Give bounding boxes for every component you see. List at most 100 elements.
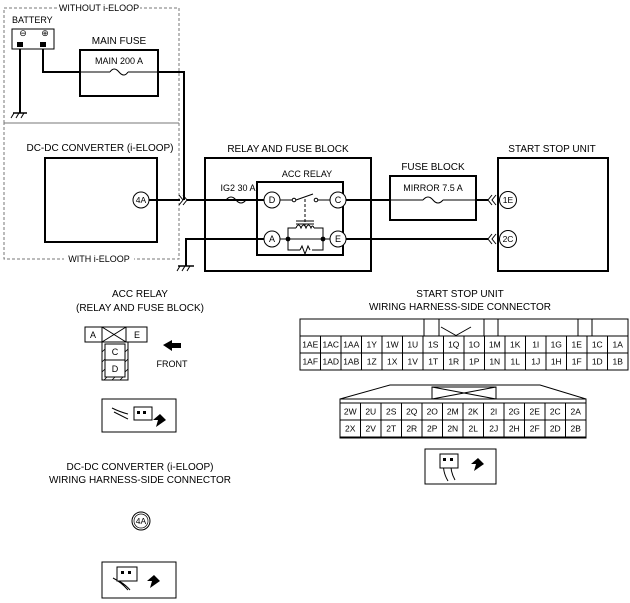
relay-ground-wire — [185, 238, 264, 266]
connector-pin-cell: 1C — [586, 335, 608, 354]
connector-pin-cell: 2G — [503, 402, 525, 421]
ssu-terminal-1e-label: 1E — [503, 195, 514, 205]
connector-pin-label: 1X — [387, 357, 398, 367]
ssu-connector-title: START STOP UNIT — [416, 289, 503, 300]
connector-pin-cell: 1Z — [361, 352, 383, 371]
connector-pin-label: 2V — [366, 424, 377, 434]
connector-pin-cell: 1G — [545, 335, 567, 354]
relay-terminal-d-label: D — [269, 195, 276, 205]
connector-pin-label: 2B — [571, 424, 582, 434]
connector-pin-label: 2P — [427, 424, 438, 434]
connector-pin-cell: 1V — [402, 352, 424, 371]
connector-pin-cell: 1N — [484, 352, 506, 371]
connector-pin-cell: 1M — [484, 335, 506, 354]
connector-plug-icon — [101, 398, 177, 433]
connector-pin-cell: 1U — [402, 335, 424, 354]
fuse-icon — [109, 68, 129, 76]
connector-pin-cell: 1F — [566, 352, 588, 371]
with-ieloop-label: WITH i-ELOOP — [68, 254, 130, 264]
acc-pin-e: E — [134, 330, 140, 340]
connector-pin-cell: 1S — [422, 335, 444, 354]
acc-connector-subtitle: (RELAY AND FUSE BLOCK) — [76, 303, 204, 314]
group-label-bg — [64, 253, 134, 265]
main-fuse-title: MAIN FUSE — [92, 36, 147, 47]
front-label: FRONT — [157, 359, 188, 369]
relay-coil-icon — [280, 220, 330, 256]
connector-pin-cell: 1AD — [320, 352, 342, 371]
front-arrow-icon — [163, 340, 181, 351]
connector-pin-label: 1AB — [343, 357, 359, 367]
connector-pin-label: 2X — [345, 424, 356, 434]
connector-pin-label: 1T — [428, 357, 438, 367]
connector-pin-cell: 1Y — [361, 335, 383, 354]
fuse-icon — [225, 196, 247, 204]
connector-pin-cell: 2A — [565, 402, 587, 421]
connector-pin-label: 2T — [386, 424, 396, 434]
acc-pin-a: A — [90, 330, 96, 340]
connector-pin-label: 2G — [509, 407, 520, 417]
connector-pin-cell: 2K — [462, 402, 484, 421]
connector-pin-cell: 1R — [443, 352, 465, 371]
connector-pin-cell: 2R — [401, 419, 423, 438]
connector-pin-label: 1AC — [322, 340, 339, 350]
connector-plug-icon — [101, 561, 177, 599]
connector-pin-cell: 1A — [607, 335, 629, 354]
connector-pin-label: 2J — [489, 424, 498, 434]
dcdc-connector-title: DC-DC CONVERTER (i-ELOOP) — [66, 462, 213, 473]
connector-pin-cell: 2M — [442, 402, 464, 421]
battery-negative-icon: ⊖ — [19, 28, 27, 38]
connector-icon — [487, 233, 497, 245]
connector-pin-cell: 2U — [360, 402, 382, 421]
connector-pin-cell: 2L — [462, 419, 484, 438]
connector-pin-label: 1S — [428, 340, 439, 350]
connector-pin-label: 1E — [572, 340, 583, 350]
connector-pin-label: 1H — [551, 357, 562, 367]
ssu-connector-subtitle: WIRING HARNESS-SIDE CONNECTOR — [369, 302, 551, 313]
connector-pin-cell: 2C — [544, 402, 566, 421]
connector-pin-cell: 2P — [421, 419, 443, 438]
connector-pin-label: 2L — [469, 424, 479, 434]
ssu-terminal-2c-label: 2C — [503, 234, 514, 244]
connector-pin-label: 2M — [447, 407, 459, 417]
dcdc-connector-terminal — [131, 511, 151, 531]
battery-terminal-neg — [17, 42, 23, 47]
battery-positive-icon: ⊕ — [41, 28, 49, 38]
connector-pin-cell: 2D — [544, 419, 566, 438]
connector-pin-cell: 1T — [422, 352, 444, 371]
connector-pin-label: 1G — [551, 340, 562, 350]
connector-pin-label: 1I — [532, 340, 539, 350]
connector-pin-cell: 1AC — [320, 335, 342, 354]
connector-pin-label: 1Z — [367, 357, 377, 367]
connector-pin-label: 1Q — [448, 340, 460, 350]
dcdc-connector-terminal-label: 4A — [136, 516, 147, 526]
connector-pin-cell: 2V — [360, 419, 382, 438]
ground-icon — [176, 265, 194, 272]
connector-pin-label: 2I — [490, 407, 497, 417]
connector-pin-cell: 1I — [525, 335, 547, 354]
connector-pin-cell: 1O — [463, 335, 485, 354]
connector-pin-label: 2O — [427, 407, 439, 417]
ig2-fuse-rating: IG2 30 A — [220, 183, 255, 193]
connector-pin-label: 2H — [509, 424, 520, 434]
connector-pin-box — [607, 352, 629, 371]
connector-pin-label: 1F — [572, 357, 582, 367]
connector-pin-label: 2E — [530, 407, 541, 417]
connector-pin-cell: 2E — [524, 402, 546, 421]
connector-pin-label: 2Q — [406, 407, 418, 417]
fuse-icon — [422, 196, 444, 204]
connector-pin-cell: 1AB — [340, 352, 362, 371]
connector-pin-cell: 2J — [483, 419, 505, 438]
connector-pin-cell: 1D — [586, 352, 608, 371]
connector-pin-cell: 2X — [339, 419, 361, 438]
connector-pin-cell: 1P — [463, 352, 485, 371]
relay-terminal-e-label: E — [335, 234, 341, 244]
connector-pin-cell: 2S — [380, 402, 402, 421]
start-stop-unit-box — [497, 157, 609, 272]
connector-pin-label: 1AE — [302, 340, 318, 350]
relay-terminal-a-label: A — [269, 234, 275, 244]
connector-plug-icon — [424, 448, 497, 485]
connector-pin-box — [565, 419, 587, 438]
connector-pin-cell: 1Q — [443, 335, 465, 354]
